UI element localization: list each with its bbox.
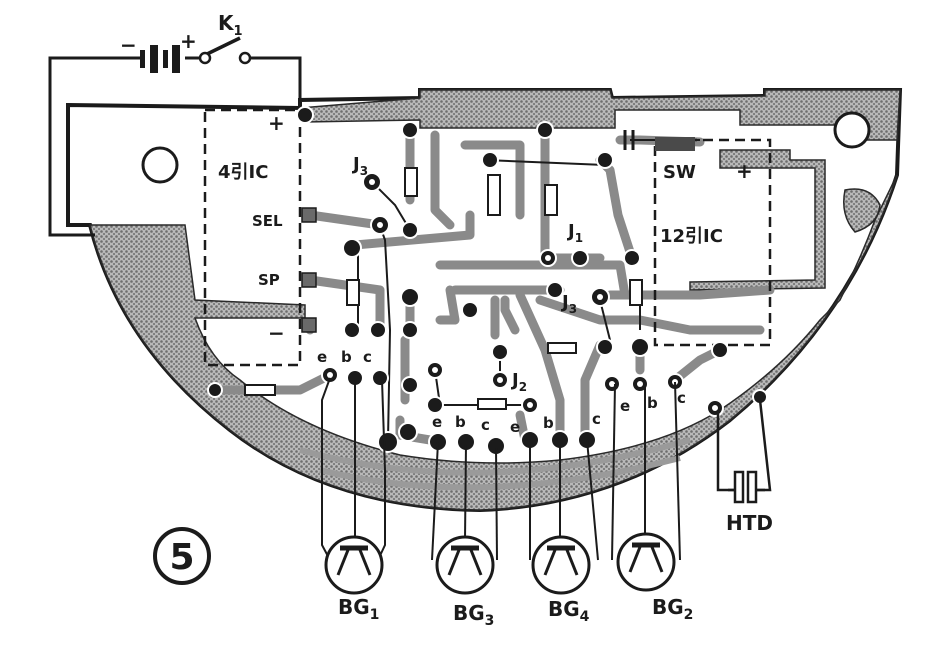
htd-component: [716, 399, 772, 504]
pin-b-bg4: b: [543, 414, 554, 432]
pin-e-bg2: e: [620, 397, 630, 415]
ic-left-name: 4引IC: [218, 162, 268, 183]
ic-left-minus: −: [268, 321, 285, 345]
transistor-bg3: [435, 535, 495, 595]
transistor-label-bg3: BG3: [453, 601, 494, 629]
resistor-7: [477, 398, 507, 410]
mounting-hole-left: [141, 146, 179, 184]
figure-number-circle: [153, 527, 211, 585]
sw-label: SW: [663, 162, 696, 183]
transistor-label-bg4: BG4: [548, 597, 590, 625]
solder-pads: [207, 106, 768, 456]
pin-c-bg3: c: [481, 416, 490, 434]
figure-number: 5: [169, 537, 194, 578]
mounting-hole-right: [833, 111, 871, 149]
resistor-2: [487, 174, 501, 216]
transistor-label-bg2: BG2: [652, 595, 693, 623]
ic-pin-pads: [301, 207, 317, 333]
transistor-leads: [321, 377, 681, 561]
switch-label: K1: [218, 11, 243, 39]
resistor-3: [544, 184, 558, 216]
transistor-bg1: [324, 535, 384, 595]
battery-neg-label: −: [120, 33, 137, 57]
resistor-5: [629, 279, 643, 306]
transistor-label-bg1: BG1: [338, 595, 379, 623]
ic-right-plus: +: [736, 159, 753, 183]
pin-e-bg3: e: [432, 413, 442, 431]
arc-traces: [299, 437, 691, 491]
sw-component: [655, 137, 695, 151]
sel-label: SEL: [252, 212, 283, 230]
htd-label: HTD: [726, 511, 773, 535]
sp-label: SP: [258, 271, 280, 289]
jumper-j1: J1: [566, 221, 583, 245]
ic-right-name: 12引IC: [660, 226, 723, 247]
capacitor-top: [623, 130, 635, 150]
jumper-j3-left: J3: [351, 154, 368, 178]
transistor-bg2: [616, 532, 676, 592]
resistor-4: [346, 279, 360, 306]
switch-icon: [198, 51, 252, 65]
resistor-1: [404, 167, 418, 197]
pin-e-bg4: e: [510, 418, 520, 436]
transistor-bg4: [531, 535, 591, 595]
resistor-8: [547, 342, 577, 354]
pin-b-bg1: b: [341, 348, 352, 366]
mounting-holes: [141, 111, 871, 184]
pin-c-bg4: c: [592, 410, 601, 428]
jumper-j3-right: J3: [560, 292, 577, 316]
pin-b-bg3: b: [455, 413, 466, 431]
resistors: [244, 167, 643, 410]
ic-left-plus: +: [268, 111, 285, 135]
battery-icon: [140, 45, 180, 73]
ic-outlines: [203, 108, 772, 367]
ic-right-outline: [653, 138, 772, 347]
battery-switch-circuit: [48, 36, 302, 237]
battery-pos-label: +: [180, 29, 197, 53]
pin-e-bg1: e: [317, 348, 327, 366]
resistor-6: [244, 384, 276, 396]
pin-c-bg1: c: [363, 348, 372, 366]
pin-c-bg2: c: [677, 389, 686, 407]
pin-b-bg2: b: [647, 394, 658, 412]
jumper-j2: J2: [510, 370, 527, 394]
